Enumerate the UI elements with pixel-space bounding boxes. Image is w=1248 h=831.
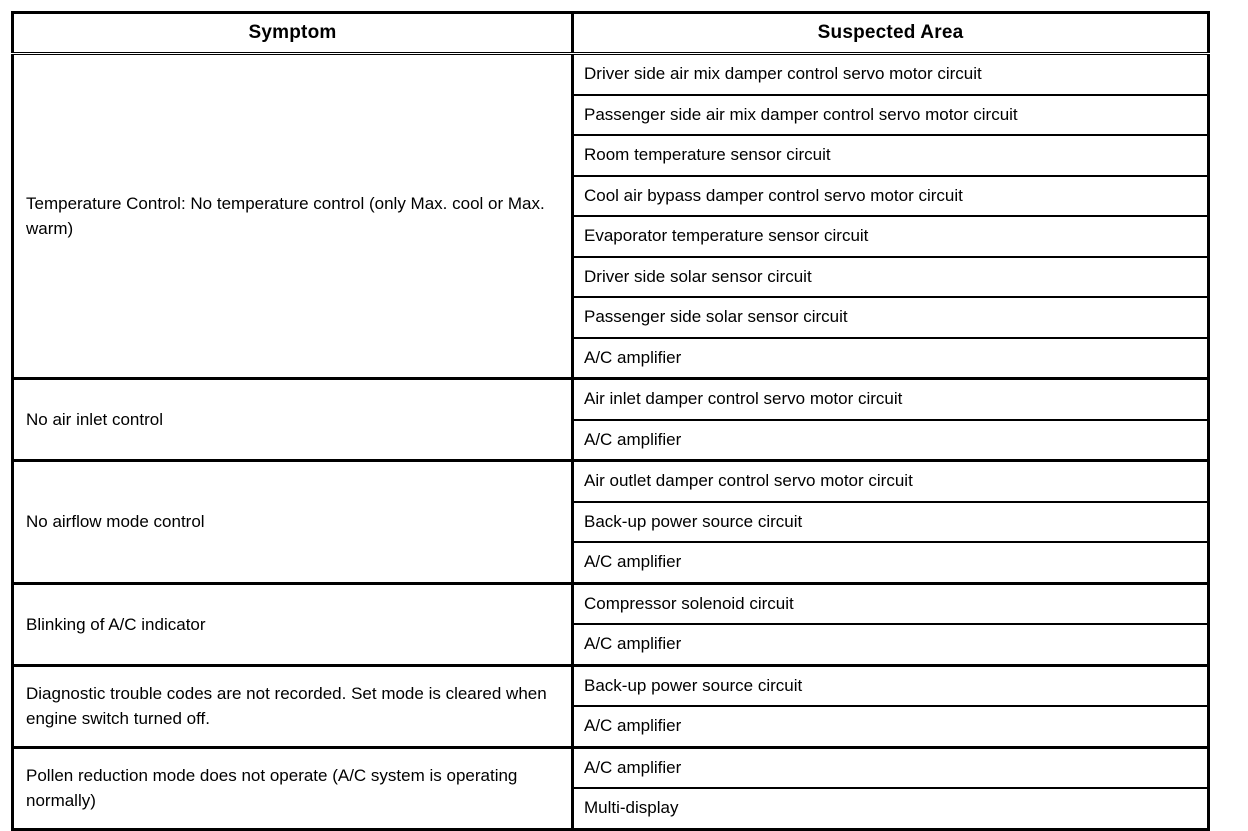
suspected-area-cell: Passenger side air mix damper control se… bbox=[572, 93, 1209, 135]
table-row: Room temperature sensor circuit bbox=[13, 134, 1209, 176]
suspected-area-text: Back-up power source circuit bbox=[584, 675, 803, 695]
table-row: A/C amplifier bbox=[13, 541, 1209, 583]
suspected-area-text: A/C amplifier bbox=[584, 429, 682, 449]
suspected-area-text: Air outlet damper control servo motor ci… bbox=[584, 471, 913, 491]
suspected-area-cell: A/C amplifier bbox=[572, 418, 1209, 461]
suspected-area-cell: Air inlet damper control servo motor cir… bbox=[572, 377, 1209, 420]
suspected-area-text: A/C amplifier bbox=[584, 347, 682, 367]
suspected-area-text: Driver side air mix damper control servo… bbox=[584, 64, 982, 84]
table-row: A/C amplifier bbox=[13, 336, 1209, 379]
suspected-area-text: Room temperature sensor circuit bbox=[584, 145, 831, 165]
suspected-area-cell: Back-up power source circuit bbox=[572, 663, 1209, 706]
suspected-area-text: Compressor solenoid circuit bbox=[584, 593, 794, 613]
column-header-suspected-area: Suspected Area bbox=[572, 12, 1209, 55]
suspected-area-text: Multi-display bbox=[584, 798, 679, 818]
table-body: Temperature Control: No temperature cont… bbox=[12, 53, 1209, 829]
page-root: Symptom Suspected Area Temperature Contr… bbox=[11, 11, 1210, 831]
symptom-cell: Diagnostic trouble codes are not recorde… bbox=[12, 663, 574, 747]
table-row: Cool air bypass damper control servo mot… bbox=[13, 174, 1209, 216]
symptom-text: No airflow mode control bbox=[26, 512, 205, 532]
table-row: No air inlet control Air inlet damper con… bbox=[12, 377, 1209, 461]
suspected-area-cell: Compressor solenoid circuit bbox=[572, 581, 1209, 624]
suspected-area-text: Passenger side air mix damper control se… bbox=[584, 104, 1018, 124]
suspected-area-cell: Evaporator temperature sensor circuit bbox=[572, 215, 1209, 257]
table-header-row: Symptom Suspected Area bbox=[12, 12, 1209, 55]
table-row: A/C amplifier bbox=[13, 705, 1209, 747]
suspected-area-cell: Cool air bypass damper control servo mot… bbox=[572, 174, 1209, 216]
suspected-area-cell: Room temperature sensor circuit bbox=[572, 134, 1209, 176]
symptom-text: Diagnostic trouble codes are not recorde… bbox=[26, 684, 547, 728]
suspected-area-cell: Air outlet damper control servo motor ci… bbox=[572, 459, 1209, 502]
symptom-cell: Pollen reduction mode does not operate (… bbox=[12, 745, 574, 829]
suspected-area-cell: A/C amplifier bbox=[572, 336, 1209, 379]
suspected-area-cell: A/C amplifier bbox=[572, 541, 1209, 583]
suspected-area-text: Passenger side solar sensor circuit bbox=[584, 307, 848, 327]
table-header: Symptom Suspected Area bbox=[12, 12, 1209, 55]
symptom-cell: No air inlet control bbox=[12, 377, 574, 461]
table-row: No airflow mode control Air outlet damper… bbox=[12, 459, 1209, 583]
table-row: A/C amplifier bbox=[13, 418, 1209, 461]
suspected-area-text: A/C amplifier bbox=[584, 757, 682, 777]
suspected-area-cell: A/C amplifier bbox=[572, 745, 1209, 788]
suspected-area-cell: Driver side solar sensor circuit bbox=[572, 255, 1209, 297]
table-row: Passenger side air mix damper control se… bbox=[13, 93, 1209, 135]
table-row: Back-up power source circuit bbox=[13, 500, 1209, 542]
symptom-cell: Blinking of A/C indicator bbox=[12, 581, 574, 665]
suspected-area-text: A/C amplifier bbox=[584, 634, 682, 654]
table-row: Blinking of A/C indicator Compressor sole… bbox=[12, 581, 1209, 665]
symptom-text: Pollen reduction mode does not operate (… bbox=[26, 766, 518, 810]
symptom-text: Blinking of A/C indicator bbox=[26, 614, 206, 634]
suspected-area-text: Back-up power source circuit bbox=[584, 511, 803, 531]
suspected-area-text: Driver side solar sensor circuit bbox=[584, 266, 812, 286]
table-row: Evaporator temperature sensor circuit bbox=[13, 215, 1209, 257]
table-row: Pollen reduction mode does not operate (… bbox=[12, 745, 1209, 829]
symptom-text: No air inlet control bbox=[26, 410, 164, 429]
symptom-text: Temperature Control: No temperature cont… bbox=[26, 194, 545, 238]
column-header-symptom: Symptom bbox=[12, 12, 574, 55]
table-row: A/C amplifier bbox=[13, 623, 1209, 665]
suspected-area-text: A/C amplifier bbox=[584, 552, 682, 572]
suspected-area-cell: Driver side air mix damper control servo… bbox=[572, 53, 1209, 95]
diagnostic-symptom-table: Symptom Suspected Area Temperature Contr… bbox=[11, 11, 1210, 831]
table-row: Temperature Control: No temperature cont… bbox=[12, 53, 1209, 379]
suspected-area-cell: Multi-display bbox=[572, 787, 1209, 829]
suspected-area-text: Air inlet damper control servo motor cir… bbox=[584, 389, 903, 409]
suspected-area-cell: Back-up power source circuit bbox=[572, 500, 1209, 542]
suspected-area-cell: Passenger side solar sensor circuit bbox=[572, 296, 1209, 338]
table-row: Passenger side solar sensor circuit bbox=[13, 296, 1209, 338]
symptom-cell: No airflow mode control bbox=[12, 459, 574, 583]
symptom-cell: Temperature Control: No temperature cont… bbox=[12, 53, 574, 379]
suspected-area-cell: A/C amplifier bbox=[572, 705, 1209, 747]
table-row: Diagnostic trouble codes are not recorde… bbox=[12, 663, 1209, 747]
suspected-area-text: A/C amplifier bbox=[584, 716, 682, 736]
suspected-area-cell: A/C amplifier bbox=[572, 623, 1209, 665]
suspected-area-text: Cool air bypass damper control servo mot… bbox=[584, 185, 963, 205]
suspected-area-text: Evaporator temperature sensor circuit bbox=[584, 226, 869, 246]
table-row: Driver side solar sensor circuit bbox=[13, 255, 1209, 297]
